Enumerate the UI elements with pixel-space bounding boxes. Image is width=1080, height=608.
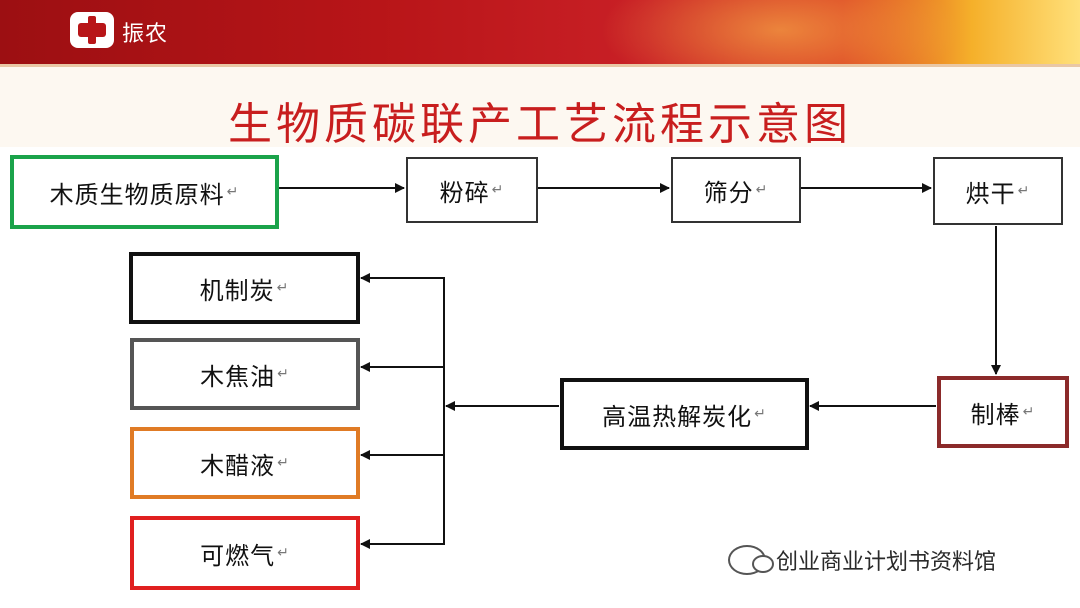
node-charcoal-label: 机制炭 [199, 276, 275, 305]
node-dry: 烘干↵ [933, 157, 1063, 225]
node-charcoal: 机制炭↵ [129, 252, 360, 324]
node-rod-make: 制棒↵ [937, 376, 1069, 448]
return-mark: ↵ [1017, 183, 1031, 199]
watermark: 创业商业计划书资料馆 [728, 544, 996, 576]
node-raw-material-label: 木质生物质原料 [49, 180, 225, 209]
node-crush-label: 粉碎 [439, 178, 490, 207]
header-divider [0, 64, 1080, 67]
node-crush: 粉碎↵ [406, 157, 538, 223]
return-mark: ↵ [755, 182, 769, 198]
node-vinegar-label: 木醋液 [200, 451, 276, 480]
diagram-title: 生物质碳联产工艺流程示意图 [228, 99, 852, 150]
wechat-icon [728, 545, 774, 575]
return-mark: ↵ [277, 455, 290, 471]
return-mark: ↵ [277, 366, 290, 382]
title-band [0, 67, 1080, 147]
node-sieve-label: 筛分 [703, 178, 754, 207]
node-rod-make-label: 制棒 [970, 400, 1021, 429]
node-pyrolysis-label: 高温热解炭化 [602, 402, 753, 431]
node-raw-material: 木质生物质原料↵ [10, 155, 279, 229]
return-mark: ↵ [754, 406, 767, 422]
node-wood-tar-label: 木焦油 [200, 362, 276, 391]
header-banner: 振农 [0, 0, 1080, 64]
node-dry-label: 烘干 [965, 179, 1016, 208]
brand-logo-icon [70, 12, 114, 48]
node-gas: 可燃气↵ [130, 516, 360, 590]
return-mark: ↵ [491, 182, 505, 198]
node-wood-tar: 木焦油↵ [130, 338, 360, 410]
return-mark: ↵ [277, 545, 290, 561]
watermark-text: 创业商业计划书资料馆 [776, 550, 997, 575]
return-mark: ↵ [1022, 404, 1036, 420]
return-mark: ↵ [276, 280, 290, 296]
node-vinegar: 木醋液↵ [130, 427, 360, 499]
return-mark: ↵ [226, 184, 240, 200]
node-sieve: 筛分↵ [671, 157, 801, 223]
node-pyrolysis: 高温热解炭化↵ [560, 378, 809, 450]
node-gas-label: 可燃气 [200, 541, 276, 570]
brand-name: 振农 [122, 22, 169, 47]
